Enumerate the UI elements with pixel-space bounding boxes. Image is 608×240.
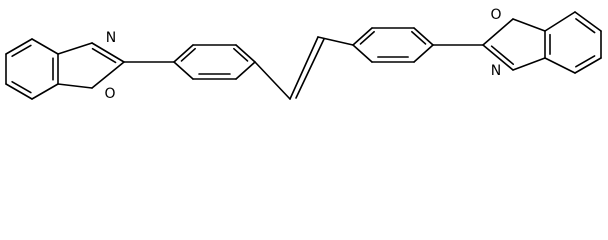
- atom-labels: N O O N: [103, 7, 504, 102]
- vinyl-bond-2: [317, 36, 354, 46]
- nitrogen-label-right: N: [491, 63, 501, 79]
- right-oxazole-bond-c2-n: [482, 44, 514, 71]
- phenylene-ring-left-bond-0: [173, 44, 194, 63]
- structural-formula: N O O N: [5, 7, 602, 102]
- left-oxazole-bond-n-c2: [91, 42, 125, 63]
- atom-n-left: N: [104, 30, 118, 46]
- vinyl-double-bond: [289, 36, 319, 100]
- phenylene-ring-left-double-bond-0: [180, 47, 196, 62]
- left-oxazole-bond-c2-o: [91, 61, 125, 89]
- right-benzo-ring-bond-1: [574, 11, 602, 32]
- right-benzo-ring-bond-4: [544, 57, 576, 74]
- left-oxazole-double-bond-cn: [91, 47, 117, 64]
- left-benzo-ring-bond-4: [5, 83, 33, 100]
- atom-n-right: N: [489, 63, 503, 79]
- vinyl-double-bond-inner: [295, 38, 325, 99]
- right-benzo-ring-double-bond-1: [575, 18, 596, 34]
- phenylene-ring-right-double-bond-2: [411, 30, 427, 45]
- phenylene-ring-right-bond-3: [413, 44, 434, 63]
- left-benzo-ring-bond-1: [31, 38, 59, 55]
- phenylene-ring-left-double-bond-2: [233, 47, 249, 62]
- atom-o-right: O: [489, 7, 504, 23]
- phenylene-ring-left-bond-3: [235, 61, 256, 80]
- oxygen-label-right: O: [490, 7, 501, 23]
- right-benzo-ring-double-bond-3: [575, 55, 596, 68]
- oxygen-label-left: O: [104, 86, 115, 102]
- phenylene-ring-right-double-bond-0: [359, 30, 375, 45]
- left-benzo-ring-bond-3: [31, 83, 59, 100]
- phenylene-ring-right-bond-5: [352, 44, 373, 63]
- right-benzo-ring-bond-3: [574, 57, 602, 74]
- right-oxazole-bond-c2-o: [482, 18, 514, 46]
- vinyl-bond-1: [254, 61, 291, 100]
- nitrogen-label-left: N: [106, 30, 116, 46]
- left-benzo-ring-double-bond-0: [11, 44, 32, 58]
- right-benzo-ring-bond-0: [544, 11, 576, 32]
- left-oxazole-bond-c-n: [57, 42, 93, 55]
- right-oxazole-double-bond-cn: [490, 45, 515, 65]
- left-oxazole-bond-o-c: [57, 83, 93, 89]
- right-oxazole-bond-o-c: [512, 18, 546, 32]
- phenylene-ring-left-bond-2: [235, 44, 256, 63]
- phenylene-ring-right-bond-2: [413, 27, 434, 46]
- left-benzo-ring-double-bond-4: [11, 80, 32, 94]
- right-oxazole-bond-n-c: [512, 57, 546, 71]
- atom-o-left: O: [103, 86, 118, 102]
- phenylene-ring-left-bond-5: [173, 61, 194, 80]
- phenylene-ring-right-bond-0: [352, 27, 373, 46]
- bond-lines: [5, 11, 602, 100]
- left-benzo-ring-bond-0: [5, 38, 33, 55]
